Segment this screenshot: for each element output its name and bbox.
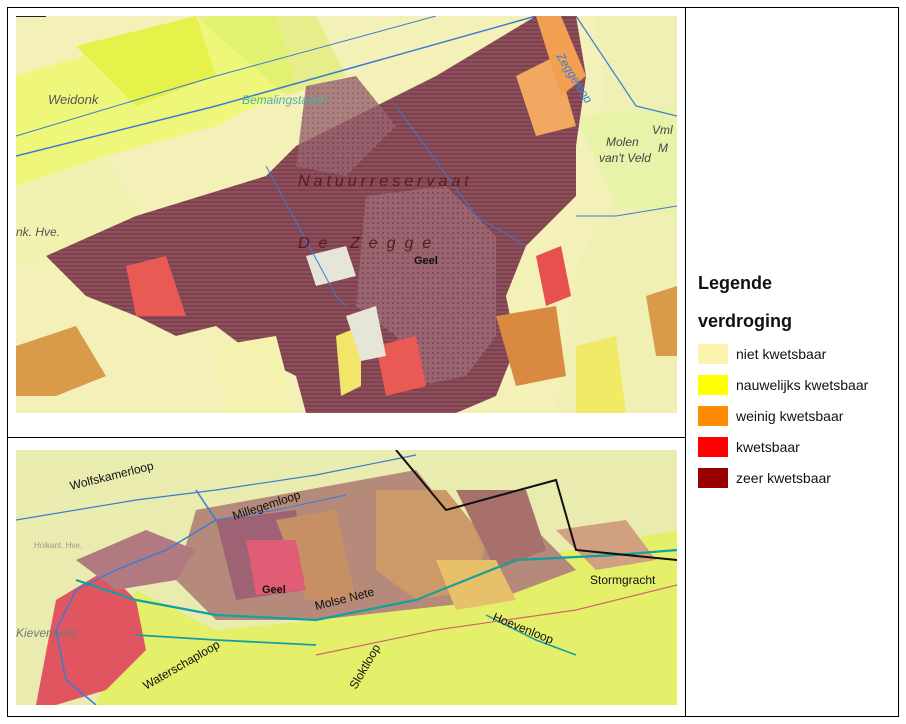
legend-label: zeer kwetsbaar [736, 469, 831, 486]
legend-title: Legende [698, 273, 773, 293]
label-kievermont: Kievermont [16, 626, 77, 640]
label-m: M [658, 141, 668, 155]
label-geel: Geel [414, 255, 438, 267]
legend-label: nauwelijks kwetsbaar [736, 376, 869, 393]
figure-frame [7, 7, 899, 717]
legend-item-niet-kwetsbaar: niet kwetsbaar [698, 338, 898, 369]
label-nk-hve: nk. Hve. [16, 225, 60, 239]
table-divider-vertical [685, 7, 686, 717]
map-bottom-molse-nete[interactable]: Wolfskamerloop Millegemloop Geel Molse N… [16, 450, 677, 705]
legend-label: niet kwetsbaar [736, 345, 827, 362]
map-legend: Legende verdroging niet kwetsbaar nauwel… [698, 272, 898, 493]
legend-swatch [698, 436, 728, 457]
legend-label: kwetsbaar [736, 438, 800, 455]
legend-item-weinig-kwetsbaar: weinig kwetsbaar [698, 400, 898, 431]
legend-item-zeer-kwetsbaar: zeer kwetsbaar [698, 462, 898, 493]
label-vantveld: van't Veld [599, 151, 651, 165]
legend-item-kwetsbaar: kwetsbaar [698, 431, 898, 462]
label-geel: Geel [262, 584, 286, 596]
label-stormgracht: Stormgracht [590, 573, 656, 587]
table-divider-horizontal [7, 437, 685, 438]
legend-swatch [698, 405, 728, 426]
legend-swatch [698, 467, 728, 488]
label-molen: Molen [606, 135, 639, 149]
label-de-zegge: De Zegge [298, 235, 440, 252]
legend-subtitle: verdroging [698, 311, 793, 331]
label-weidonk: Weidonk [48, 92, 100, 107]
legend-swatch [698, 343, 728, 364]
legend-items: niet kwetsbaar nauwelijks kwetsbaar wein… [698, 338, 898, 493]
legend-item-nauwelijks-kwetsbaar: nauwelijks kwetsbaar [698, 369, 898, 400]
label-natuurreservaat: Natuurreservaat [298, 173, 473, 190]
map-top-de-zegge[interactable]: Weidonk Bemalingstation Zeggeloop Molen … [16, 16, 677, 413]
label-bemalingstation: Bemalingstation [242, 93, 328, 107]
legend-label: weinig kwetsbaar [736, 407, 844, 424]
legend-swatch [698, 374, 728, 395]
label-vml: Vml [652, 123, 673, 137]
label-holkant: Holkant, Hve. [34, 541, 82, 550]
